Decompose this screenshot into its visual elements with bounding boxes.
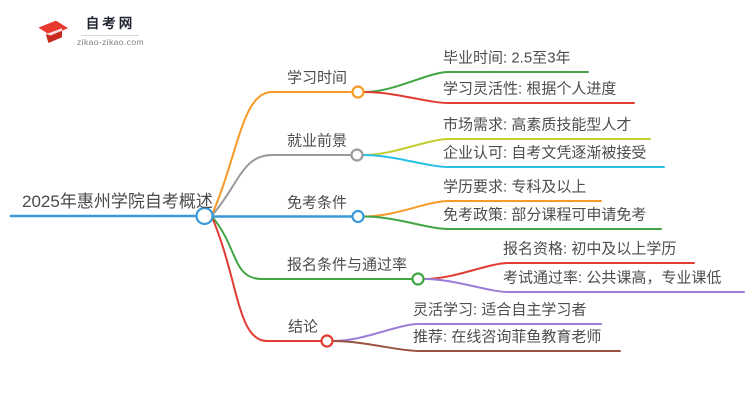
child-line-3-1	[363, 200, 602, 218]
branch-label-1: 学习时间	[287, 69, 348, 87]
branch-circle-1	[351, 85, 365, 99]
branch-circle-3	[351, 209, 365, 224]
child-line-1-1	[363, 71, 589, 93]
branch-label-4: 报名条件与通过率	[287, 256, 408, 274]
logo-domain: zikao-zikao.com	[77, 37, 144, 48]
branch-line-2	[210, 154, 352, 217]
branch-circle-4	[411, 272, 425, 286]
child-label-4-2: 考试通过率: 公共课高，专业课低	[503, 269, 722, 287]
child-line-5-2	[332, 340, 621, 352]
child-label-5-2: 推荐: 在线咨询菲鱼教育老师	[413, 328, 602, 346]
site-logo: 自考网 zikao-zikao.com	[27, 13, 144, 51]
root-circle	[195, 206, 214, 226]
child-label-2-1: 市场需求: 高素质技能型人才	[443, 116, 632, 134]
logo-title: 自考网	[85, 16, 136, 32]
child-label-3-1: 学历要求: 专科及以上	[443, 178, 587, 196]
child-label-1-1: 毕业时间: 2.5至3年	[443, 49, 571, 67]
child-line-4-1	[423, 262, 695, 280]
child-line-1-2	[363, 91, 635, 104]
branch-line-4	[210, 215, 413, 280]
graduation-cap-icon	[33, 18, 69, 47]
branch-label-2: 就业前景	[287, 132, 348, 150]
root-node-label: 2025年惠州学院自考概述	[22, 191, 213, 211]
child-line-5-1	[332, 323, 602, 342]
child-line-2-1	[362, 138, 651, 156]
child-label-5-1: 灵活学习: 适合自主学习者	[413, 301, 587, 319]
branch-circle-2	[350, 148, 364, 162]
child-label-2-2: 企业认可: 自考文凭逐渐被接受	[443, 144, 647, 162]
child-label-3-2: 免考政策: 部分课程可申请免考	[443, 206, 647, 224]
child-line-3-2	[363, 215, 662, 230]
branch-label-5: 结论	[288, 318, 319, 336]
child-label-4-1: 报名资格: 初中及以上学历	[503, 240, 677, 258]
logo-text: 自考网 zikao-zikao.com	[77, 16, 144, 48]
logo-divider	[81, 35, 140, 37]
child-line-2-2	[362, 154, 665, 168]
child-line-4-2	[423, 278, 745, 293]
branch-line-5	[210, 215, 322, 342]
child-label-1-2: 学习灵活性: 根据个人进度	[443, 80, 617, 98]
branch-circle-5	[320, 334, 334, 348]
branch-label-3: 免考条件	[287, 193, 348, 211]
branch-line-1	[210, 91, 353, 217]
